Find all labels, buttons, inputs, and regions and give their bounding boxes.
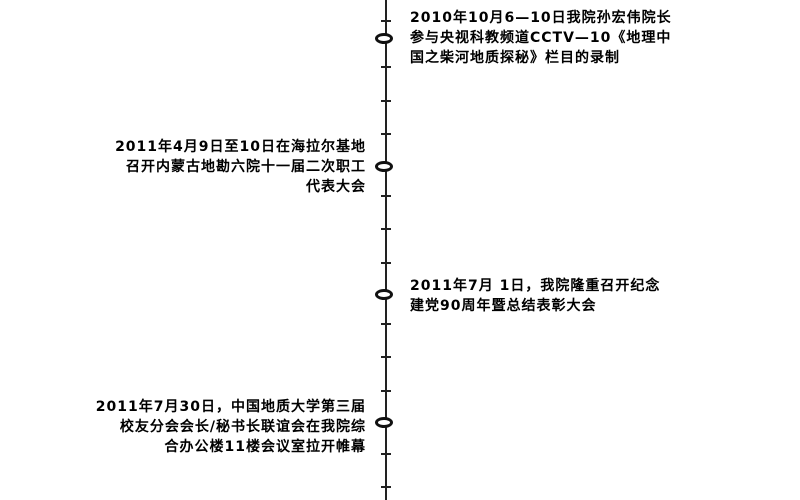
event-text-line: 2011年7月30日，中国地质大学第三届	[95, 399, 366, 415]
timeline-node	[375, 289, 393, 300]
timeline-axis	[385, 0, 387, 500]
timeline-tick	[381, 66, 391, 68]
timeline-node	[375, 33, 393, 44]
timeline-event: 2011年7月30日，中国地质大学第三届 校友分会会长/秘书长联谊会在我院综 合…	[96, 397, 366, 457]
timeline-tick	[381, 356, 391, 358]
event-text-line: 参与央视科教频道CCTV—10《地理中	[410, 30, 672, 46]
timeline-tick	[381, 20, 391, 22]
event-text-line: 代表大会	[306, 179, 366, 195]
event-text-line: 校友分会会长/秘书长联谊会在我院综	[119, 419, 366, 435]
timeline-tick	[381, 486, 391, 488]
timeline-event: 2010年10月6—10日我院孙宏伟院长 参与央视科教频道CCTV—10《地理中…	[410, 8, 672, 68]
timeline-event: 2011年7月 1日，我院隆重召开纪念 建党90周年暨总结表彰大会	[410, 276, 660, 316]
timeline-node	[375, 161, 393, 172]
event-text-line: 2010年10月6—10日我院孙宏伟院长	[410, 10, 672, 26]
timeline-tick	[381, 453, 391, 455]
timeline-tick	[381, 228, 391, 230]
event-text-line: 2011年4月9日至10日在海拉尔基地	[115, 139, 366, 155]
event-text-line: 建党90周年暨总结表彰大会	[410, 298, 597, 314]
timeline-tick	[381, 390, 391, 392]
event-text-line: 2011年7月 1日，我院隆重召开纪念	[410, 278, 661, 294]
event-text-line: 合办公楼11楼会议室拉开帷幕	[164, 439, 366, 455]
timeline-tick	[381, 323, 391, 325]
timeline-tick	[381, 262, 391, 264]
timeline-node	[375, 417, 393, 428]
timeline-event: 2011年4月9日至10日在海拉尔基地 召开内蒙古地勘六院十一届二次职工 代表大…	[115, 137, 366, 197]
event-text-line: 召开内蒙古地勘六院十一届二次职工	[126, 159, 366, 175]
timeline-tick	[381, 133, 391, 135]
event-text-line: 国之柴河地质探秘》栏目的录制	[410, 50, 620, 66]
timeline-tick	[381, 195, 391, 197]
timeline-tick	[381, 100, 391, 102]
